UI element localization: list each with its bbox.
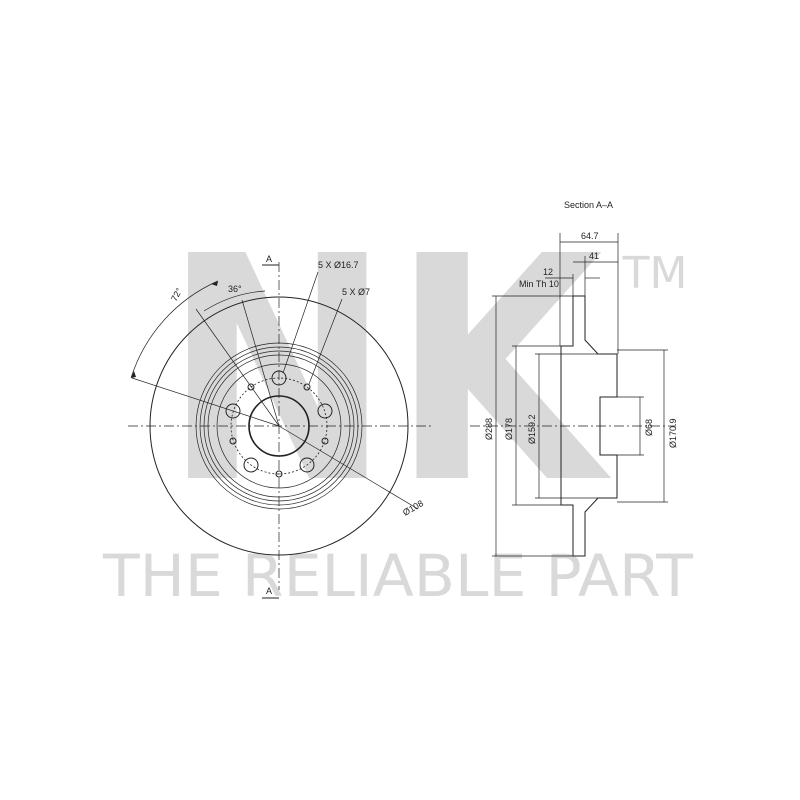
arrow-head: [211, 281, 218, 286]
hat-ring-2: [199, 346, 359, 506]
angle-arc-36: [203, 290, 266, 312]
locating-hole: [275, 470, 283, 478]
leader-pcd: [278, 425, 419, 510]
bolt-hole: [317, 403, 333, 419]
section-title: Section A–A: [564, 200, 613, 210]
watermark-trademark: TM: [622, 248, 688, 299]
hat-depth-label: 41: [589, 251, 599, 261]
locating-hole: [229, 437, 237, 445]
width-total-label: 64.7: [581, 231, 599, 241]
small-holes-label: 5 X Ø7: [342, 287, 370, 297]
watermark-tagline: THE RELIABLE PART: [102, 542, 694, 610]
hat-outer-diameter-label: Ø178: [504, 418, 514, 440]
angle-arc-72: [130, 280, 219, 379]
center-bore: [248, 395, 310, 457]
leader-bolt-holes: [282, 271, 319, 374]
arrow-head: [131, 371, 136, 378]
section-marker-bottom: A: [262, 586, 279, 599]
hat-ring-4: [207, 354, 351, 498]
watermark: NK TM THE RELIABLE PART: [102, 191, 694, 610]
disc-outer-edge: [149, 296, 409, 556]
hat-ring-3: [203, 350, 355, 502]
bolt-hole: [299, 457, 315, 473]
bore-diameter-label: Ø68: [644, 419, 654, 436]
outer-diameter-label: Ø288: [484, 418, 494, 440]
hub-diameter-label: Ø170.9: [668, 418, 678, 448]
thickness-label: 12: [543, 267, 553, 277]
section-letter: A: [266, 586, 272, 596]
bolt-hole: [225, 403, 241, 419]
min-thickness-label: Min Th 10: [519, 279, 559, 289]
bolt-holes: [225, 370, 333, 473]
hat-ring-5: [216, 363, 342, 489]
bolt-holes-label: 5 X Ø16.7: [318, 260, 359, 270]
hat-inner-diameter-label: Ø159.2: [527, 414, 537, 444]
hat-outer-ring: [195, 342, 363, 510]
pcd-circle: [230, 377, 328, 475]
section-letter: A: [266, 254, 272, 264]
angle-ray-1: [195, 308, 280, 427]
angle-36-label: 36°: [228, 284, 242, 294]
angle-ray-3: [131, 377, 280, 427]
locating-hole: [321, 437, 329, 445]
section-marker-top: A: [262, 254, 279, 266]
section-view: Section A–A 64.7 41 12 Min Th 10 Ø288 Ø1…: [470, 200, 678, 557]
bolt-hole: [271, 370, 287, 386]
locating-holes: [229, 383, 329, 478]
locating-hole: [303, 383, 311, 391]
watermark-brand: NK: [163, 191, 613, 552]
angle-ray-2: [241, 299, 280, 427]
leader-small-holes: [308, 298, 343, 385]
bolt-hole: [243, 457, 259, 473]
locating-hole: [247, 383, 255, 391]
front-view: A A 72° 36° 5 X Ø16.7 5 X Ø7 Ø108: [128, 254, 432, 599]
